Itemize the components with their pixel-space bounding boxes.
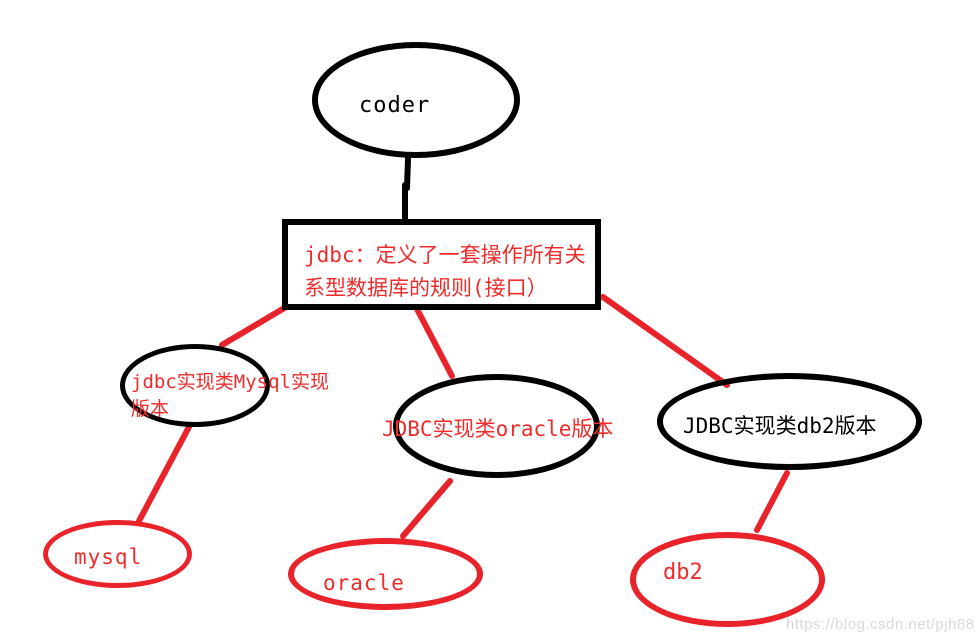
node-db-db2-ellipse: [630, 532, 825, 627]
csdn-watermark: https://blog.csdn.net/pjh88: [786, 616, 975, 633]
node-jdbc-rule-label-line1: jdbc：定义了一套操作所有关: [304, 243, 586, 267]
node-coder-label: coder: [359, 93, 431, 118]
node-impl-mysql-label: jdbc实现类Mysql实现 版本: [131, 369, 329, 423]
edge-jdbc-implmysql: [219, 304, 289, 348]
edge-implmysql-mysql: [136, 422, 193, 524]
node-impl-mysql-ellipse: [120, 344, 270, 427]
node-db-oracle-ellipse: [288, 538, 483, 610]
node-db-db2-label: db2: [663, 560, 703, 585]
edge-imploracle-oracle: [400, 478, 453, 539]
node-jdbc-rule-label-line2: 系型数据库的规则(接口）: [304, 276, 548, 300]
node-db-mysql-ellipse: [43, 520, 192, 588]
node-jdbc-rule-label: jdbc：定义了一套操作所有关 系型数据库的规则(接口）: [304, 239, 586, 305]
node-impl-mysql-label-line1: jdbc实现类Mysql实现: [131, 371, 329, 393]
node-impl-mysql-label-line2: 版本: [131, 398, 170, 420]
node-impl-oracle-ellipse: [393, 374, 600, 478]
node-db-oracle-label: oracle: [323, 571, 405, 595]
node-coder-ellipse: [312, 42, 520, 158]
edge-jdbc-imploracle: [414, 306, 455, 379]
node-jdbc-rule-box: [282, 219, 601, 310]
node-db-mysql-label: mysql: [74, 545, 143, 569]
edge-jdbc-impldb2: [600, 294, 730, 388]
node-impl-db2-ellipse: [657, 373, 922, 470]
node-impl-oracle-label: JDBC实现类oracle版本: [382, 417, 614, 441]
edge-impldb2-db2: [754, 470, 790, 533]
node-impl-db2-label: JDBC实现类db2版本: [683, 414, 877, 438]
